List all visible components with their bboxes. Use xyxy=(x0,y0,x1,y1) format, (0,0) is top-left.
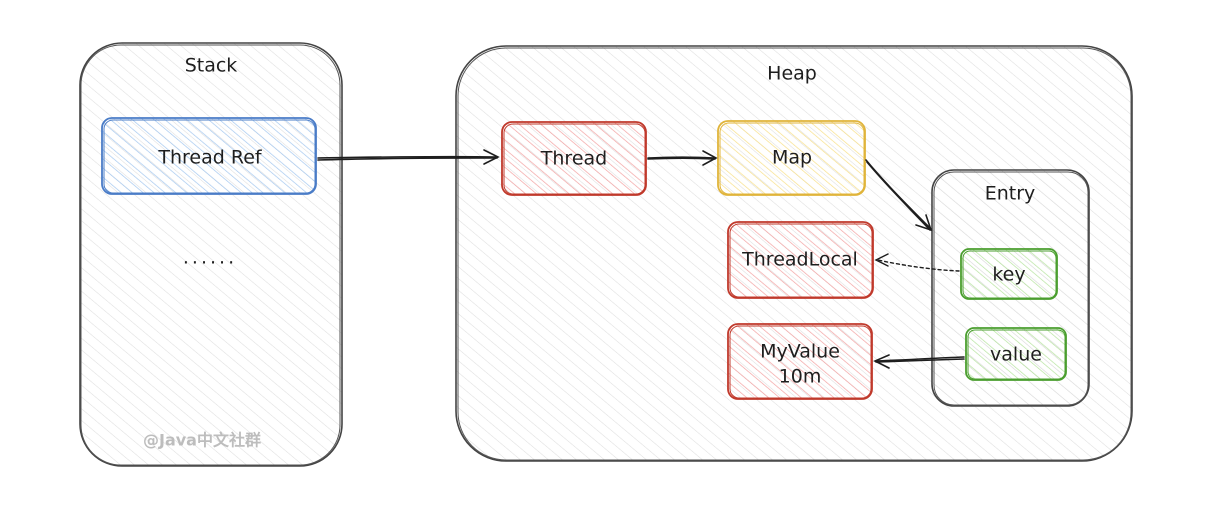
myvalue-label-line2: 10m xyxy=(779,366,822,388)
value-label: value xyxy=(990,344,1042,366)
arrow-threadref-to-thread xyxy=(317,149,500,165)
threadlocal-label: ThreadLocal xyxy=(741,249,858,271)
entry-title: Entry xyxy=(985,183,1036,205)
arrow-value-to-myvalue xyxy=(873,354,965,369)
myvalue-node xyxy=(727,323,873,400)
thread-ref-node xyxy=(101,117,317,195)
thread-node xyxy=(501,121,647,196)
map-node xyxy=(717,120,866,196)
threadlocal-node xyxy=(727,221,874,299)
stack-ellipsis: ...... xyxy=(183,247,237,269)
myvalue-label-line1: MyValue xyxy=(760,341,840,363)
watermark: @Java中文社群 xyxy=(143,431,261,450)
stack-title: Stack xyxy=(185,55,238,77)
thread-ref-label: Thread Ref xyxy=(157,147,263,169)
arrow-key-to-threadlocal xyxy=(874,253,960,272)
arrow-map-to-entry xyxy=(865,159,933,232)
map-label: Map xyxy=(772,147,812,169)
value-node xyxy=(965,327,1067,381)
arrow-thread-to-map xyxy=(647,150,718,166)
thread-label: Thread xyxy=(540,148,607,170)
key-node xyxy=(960,248,1058,300)
key-label: key xyxy=(992,264,1025,286)
heap-title: Heap xyxy=(767,63,817,85)
